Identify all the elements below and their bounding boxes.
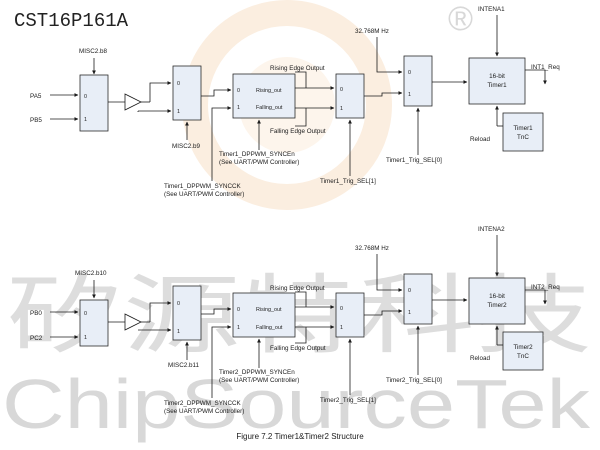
timer2-edge-detector [232, 292, 296, 338]
timer1-mux3-port1: 1 [340, 106, 343, 112]
timer1-edge-port1: 1 [237, 105, 240, 111]
timer2-pin-a-label: PB0 [30, 310, 42, 317]
timer2-enable-label: INTENA2 [478, 226, 505, 233]
timer2-interrupt-label: INT2_Req [531, 284, 560, 291]
timer2-mux4-port1: 1 [408, 310, 411, 316]
timer2-mux1-port1: 1 [84, 335, 87, 341]
timer1-counter-line1: 16-bit [489, 73, 505, 80]
timer1-input-mux [79, 74, 109, 132]
timer1-reload-label: Reload [470, 136, 490, 143]
timer1-rising-edge-output: Rising Edge Output [270, 65, 325, 72]
timer1-sync-en-line2: (See UART/PWM Controller) [219, 159, 299, 166]
timer2-tnc-register [502, 331, 544, 371]
timer1-sync-clk-line1: Timer1_DPPWM_SYNCCK [164, 183, 242, 190]
timer2-falling-edge-output: Falling Edge Output [270, 345, 326, 352]
timer2-edge-port1: 1 [237, 325, 240, 331]
timer2-sync-clk-line1: Timer2_DPPWM_SYNCCK [164, 400, 242, 407]
timer2-edge-select-mux [335, 292, 365, 338]
timer2-mux1-port0: 0 [84, 311, 87, 317]
timer2-mux1-select-label: MISC2.b10 [75, 270, 107, 277]
figure-caption: Figure 7.2 Timer1&Timer2 Structure [236, 432, 364, 441]
timer1-falling-port: Falling_out [256, 105, 283, 111]
timer1-tnc-line1: Timer1 [513, 125, 533, 132]
timer1-rising-port: Rising_out [256, 88, 282, 94]
timer2-trigger-mux [403, 273, 433, 325]
timer2-tnc-line1: Timer2 [513, 344, 533, 351]
timer1-tnc-register [502, 112, 544, 152]
timer1-edge-port0: 0 [237, 88, 240, 94]
timer1-pin-b-label: PB5 [30, 117, 42, 124]
timer1-tnc-line2: TnC [517, 134, 529, 141]
timer2-mux3-port1: 1 [340, 325, 343, 331]
timer2-trig-sel1-label: Timer2_Trig_SEL[1] [320, 397, 376, 404]
timer2-reload-label: Reload [470, 355, 490, 362]
watermark-brand-en: ChipSourceTek [2, 365, 591, 443]
timer2-block: PB0 PC2 0 1 MISC2.b10 0 1 MISC2.b11 0 1 … [30, 226, 560, 415]
timer1-mux1-select-label: MISC2.b8 [79, 48, 107, 55]
timer1-mux2-select-label: MISC2.b9 [172, 143, 200, 150]
timer2-rising-port: Rising_out [256, 307, 282, 313]
timer1-mux4-port0: 0 [408, 70, 411, 76]
timer2-invert-mux [172, 285, 202, 341]
timer1-enable-label: INTENA1 [478, 6, 505, 13]
timer1-pin-a-label: PA5 [30, 93, 42, 100]
timer1-buffer-icon [124, 93, 142, 111]
timer1-trigger-mux [403, 55, 433, 107]
timer1-counter [468, 57, 526, 105]
timer2-input-mux [79, 299, 109, 347]
timer2-rising-edge-output: Rising Edge Output [270, 285, 325, 292]
timer2-tnc-line2: TnC [517, 353, 529, 360]
timer1-trig-sel1-label: Timer1_Trig_SEL[1] [320, 178, 376, 185]
timer1-interrupt-label: INT1_Req [531, 64, 560, 71]
timer1-mux4-port1: 1 [408, 92, 411, 98]
timer2-mux2-port0: 0 [177, 301, 180, 307]
part-number-title: CST16P161A [14, 10, 129, 32]
timer2-sync-en-line2: (See UART/PWM Controller) [219, 377, 299, 384]
timer1-falling-edge-output: Falling Edge Output [270, 128, 326, 135]
timer1-mux3-port0: 0 [340, 87, 343, 93]
timer2-sync-clk-line2: (See UART/PWM Controller) [164, 408, 244, 415]
timer2-pin-b-label: PC2 [30, 335, 43, 342]
timer2-mux3-port0: 0 [340, 306, 343, 312]
timer2-counter-line1: 16-bit [489, 293, 505, 300]
timer1-counter-line2: Timer1 [487, 82, 507, 89]
timer1-mux2-port1: 1 [177, 109, 180, 115]
timer2-buffer-icon [124, 313, 142, 331]
timer1-invert-mux [172, 65, 202, 121]
timer1-mux2-port0: 0 [177, 81, 180, 87]
timer1-mux1-port1: 1 [84, 117, 87, 123]
timer2-trig-sel0-label: Timer2_Trig_SEL[0] [386, 377, 442, 384]
timer2-clock-label: 32.768M Hz [355, 245, 389, 252]
timer1-mux1-port0: 0 [84, 94, 87, 100]
watermark-registered-mark: ® [448, 0, 473, 38]
timer1-edge-select-mux [335, 73, 365, 119]
timer1-trig-sel0-label: Timer1_Trig_SEL[0] [386, 157, 442, 164]
timer2-mux2-select-label: MISC2.b11 [168, 362, 200, 369]
timer2-mux4-port0: 0 [408, 288, 411, 294]
timer1-block: PA5 PB5 0 1 MISC2.b8 0 1 MISC2.b9 0 1 Ri… [30, 6, 560, 198]
timer2-falling-port: Falling_out [256, 325, 283, 331]
timer1-sync-clk-line2: (See UART/PWM Controller) [164, 191, 244, 198]
timer1-clock-label: 32.768M Hz [355, 28, 389, 35]
timer2-sync-en-line1: Timer2_DPPWM_SYNCEn [219, 369, 295, 376]
timer1-sync-en-line1: Timer1_DPPWM_SYNCEn [219, 151, 295, 158]
timer1-edge-detector [232, 73, 296, 119]
timer2-counter [468, 277, 526, 325]
timer2-counter-line2: Timer2 [487, 302, 507, 309]
timer2-edge-port0: 0 [237, 307, 240, 313]
timer2-mux2-port1: 1 [177, 329, 180, 335]
